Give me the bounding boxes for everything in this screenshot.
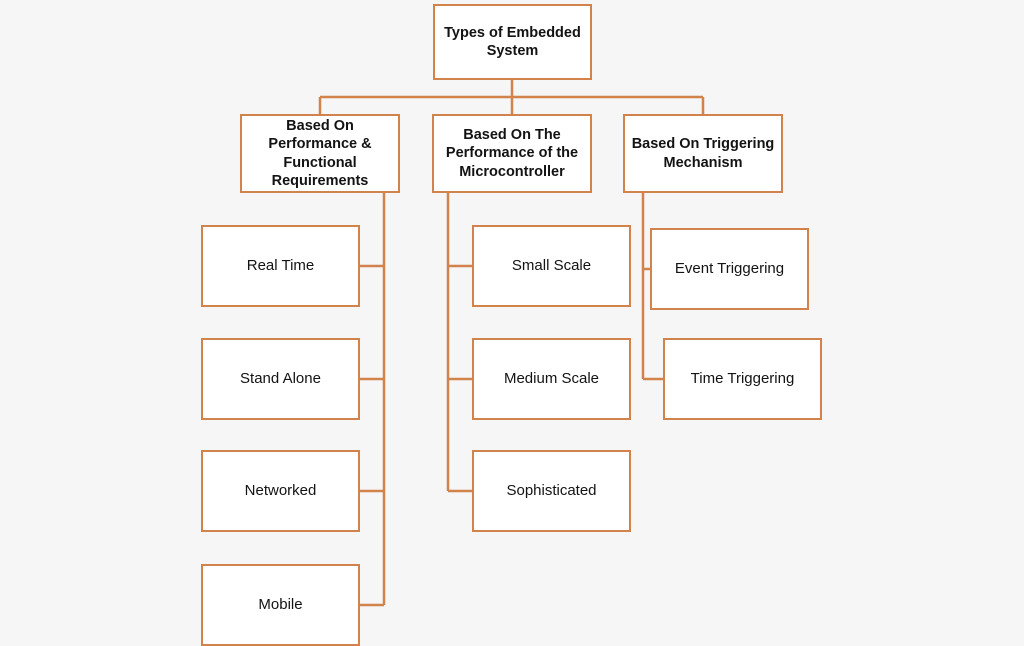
- node-leaf-sophisticated-label: Sophisticated: [506, 481, 597, 499]
- node-branch-microcontroller-performance[interactable]: Based On The Performance of the Microcon…: [432, 114, 592, 193]
- node-leaf-event-triggering-label: Event Triggering: [674, 259, 785, 277]
- node-branch-triggering-mechanism-label: Based On Triggering Mechanism: [631, 136, 775, 171]
- node-leaf-mobile[interactable]: Mobile: [201, 564, 360, 646]
- node-leaf-time-triggering-label: Time Triggering: [690, 369, 795, 387]
- node-leaf-small-scale-label: Small Scale: [511, 256, 592, 274]
- node-leaf-medium-scale-label: Medium Scale: [503, 369, 600, 387]
- node-leaf-mobile-label: Mobile: [258, 595, 303, 613]
- node-leaf-stand-alone[interactable]: Stand Alone: [201, 338, 360, 420]
- node-leaf-medium-scale[interactable]: Medium Scale: [472, 338, 631, 420]
- node-leaf-event-triggering[interactable]: Event Triggering: [650, 228, 809, 310]
- node-branch-triggering-mechanism[interactable]: Based On Triggering Mechanism: [623, 114, 783, 193]
- node-root-label: Types of Embedded System: [444, 24, 581, 59]
- node-leaf-time-triggering[interactable]: Time Triggering: [663, 338, 822, 420]
- node-leaf-real-time[interactable]: Real Time: [201, 225, 360, 307]
- node-root[interactable]: Types of Embedded System: [433, 4, 592, 80]
- node-leaf-networked-label: Networked: [244, 481, 317, 499]
- node-branch-performance-functional-label: Based On Performance & Functional Requir…: [268, 118, 372, 189]
- node-leaf-small-scale[interactable]: Small Scale: [472, 225, 631, 307]
- node-branch-performance-functional[interactable]: Based On Performance & Functional Requir…: [240, 114, 400, 193]
- node-leaf-real-time-label: Real Time: [246, 256, 315, 274]
- node-leaf-networked[interactable]: Networked: [201, 450, 360, 532]
- node-branch-microcontroller-performance-label: Based On The Performance of the Microcon…: [445, 127, 579, 180]
- node-leaf-sophisticated[interactable]: Sophisticated: [472, 450, 631, 532]
- node-leaf-stand-alone-label: Stand Alone: [240, 369, 321, 387]
